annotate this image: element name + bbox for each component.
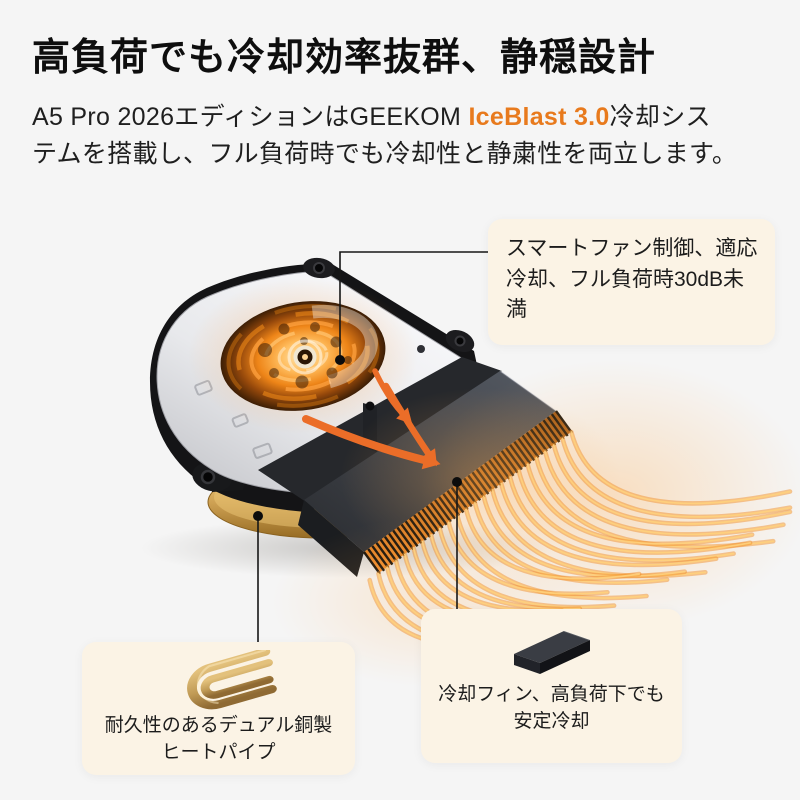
callout-fan-line: 冷却、フル負荷時30dB未 (506, 267, 745, 291)
cooling-fin-icon (513, 630, 590, 674)
callout-fan-line: スマートファン制御、適応 (506, 237, 758, 260)
leader-line-fan (339, 251, 488, 360)
callout-cooling-fin: 冷却フィン、高負荷下でも 安定冷却 (421, 609, 682, 763)
fan-hub (287, 339, 323, 375)
callout-heatpipe: 耐久性のあるデュアル銅製 ヒートパイプ (82, 642, 355, 775)
header: 高負荷でも冷却効率抜群、静穏設計 A5 Pro 2026エディションはGEEKO… (32, 36, 777, 173)
intro-highlight: IceBlast 3.0 (468, 102, 610, 131)
callout-fins-text: 冷却フィン、高負荷下でも 安定冷却 (438, 684, 665, 732)
airflow-arrow (382, 382, 432, 457)
leader-dot-fins (452, 477, 462, 487)
plate-screw (417, 345, 425, 353)
page-title: 高負荷でも冷却効率抜群、静穏設計 (32, 37, 657, 79)
callout-fan-line: 満 (506, 298, 527, 321)
airflow-arrow (302, 415, 428, 464)
intro-suffix-line1: 冷却シス (609, 102, 711, 131)
mounting-lug-right (445, 329, 475, 353)
callout-fan-noise: スマートファン制御、適応 冷却、フル負荷時30dB未 満 (488, 219, 775, 345)
callout-heatpipe-text: 耐久性のあるデュアル銅製 ヒートパイプ (104, 715, 333, 763)
intro-line2: テムを搭載し、フル負荷時でも冷却性と静粛性を両立します。 (32, 139, 738, 168)
airflow-arrows (302, 368, 441, 470)
copper-heatpipe-icon (186, 650, 277, 710)
mounting-lug-top (303, 257, 335, 279)
fan-blade-spots (258, 322, 352, 389)
leader-lines (257, 251, 488, 643)
leader-dot-heatpipe (253, 511, 263, 521)
leader-dot-fan (335, 355, 345, 365)
intro-prefix: A5 Pro 2026エディションはGEEKOM (32, 102, 469, 131)
intro-paragraph: A5 Pro 2026エディションはGEEKOM IceBlast 3.0冷却シ… (32, 99, 777, 173)
airflow-arrowhead (421, 450, 441, 470)
